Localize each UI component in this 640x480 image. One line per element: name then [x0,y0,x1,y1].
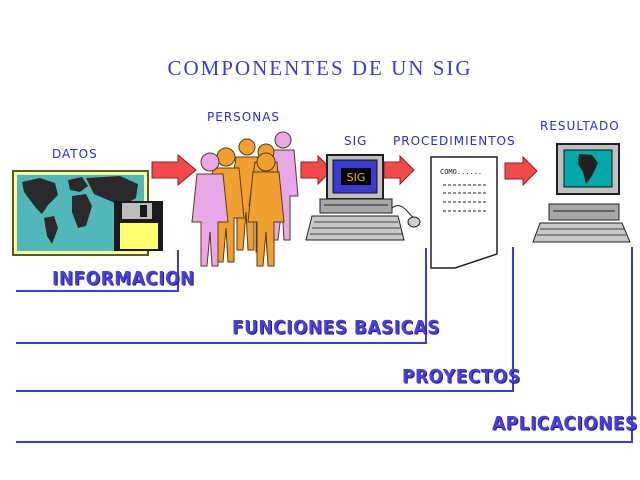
people-group-icon [191,131,299,267]
bracket-label-proyectos: PROYECTOS [402,366,521,388]
arrow-right-icon [383,154,415,186]
arrow-right-icon [151,153,197,187]
bracket-line-informacion [16,250,179,292]
label-resultado: RESULTADO [540,119,620,133]
arrow-right-icon [504,155,538,187]
computer-sig-icon [305,154,421,241]
bracket-label-informacion: INFORMACION [52,268,195,290]
bracket-line-funciones [16,248,427,344]
label-datos: DATOS [52,147,98,161]
label-procedimientos: PROCEDIMIENTOS [393,134,516,148]
floppy-disk-icon [114,201,163,251]
monitor-sig-text: SIG [346,171,366,184]
label-personas: PERSONAS [207,110,281,124]
document-icon [430,156,498,269]
arrow-right-icon [300,154,333,186]
bracket-label-funciones-basicas: FUNCIONES BASICAS [232,317,440,339]
label-sig: SIG [344,134,368,148]
diagram-title: COMPONENTES DE UN SIG [167,56,473,80]
bracket-line-aplicaciones [16,247,633,443]
bracket-line-proyectos [16,247,514,392]
computer-result-icon [532,143,631,243]
document-text: COMO...... [440,168,483,176]
bracket-label-aplicaciones: APLICACIONES [492,413,638,435]
